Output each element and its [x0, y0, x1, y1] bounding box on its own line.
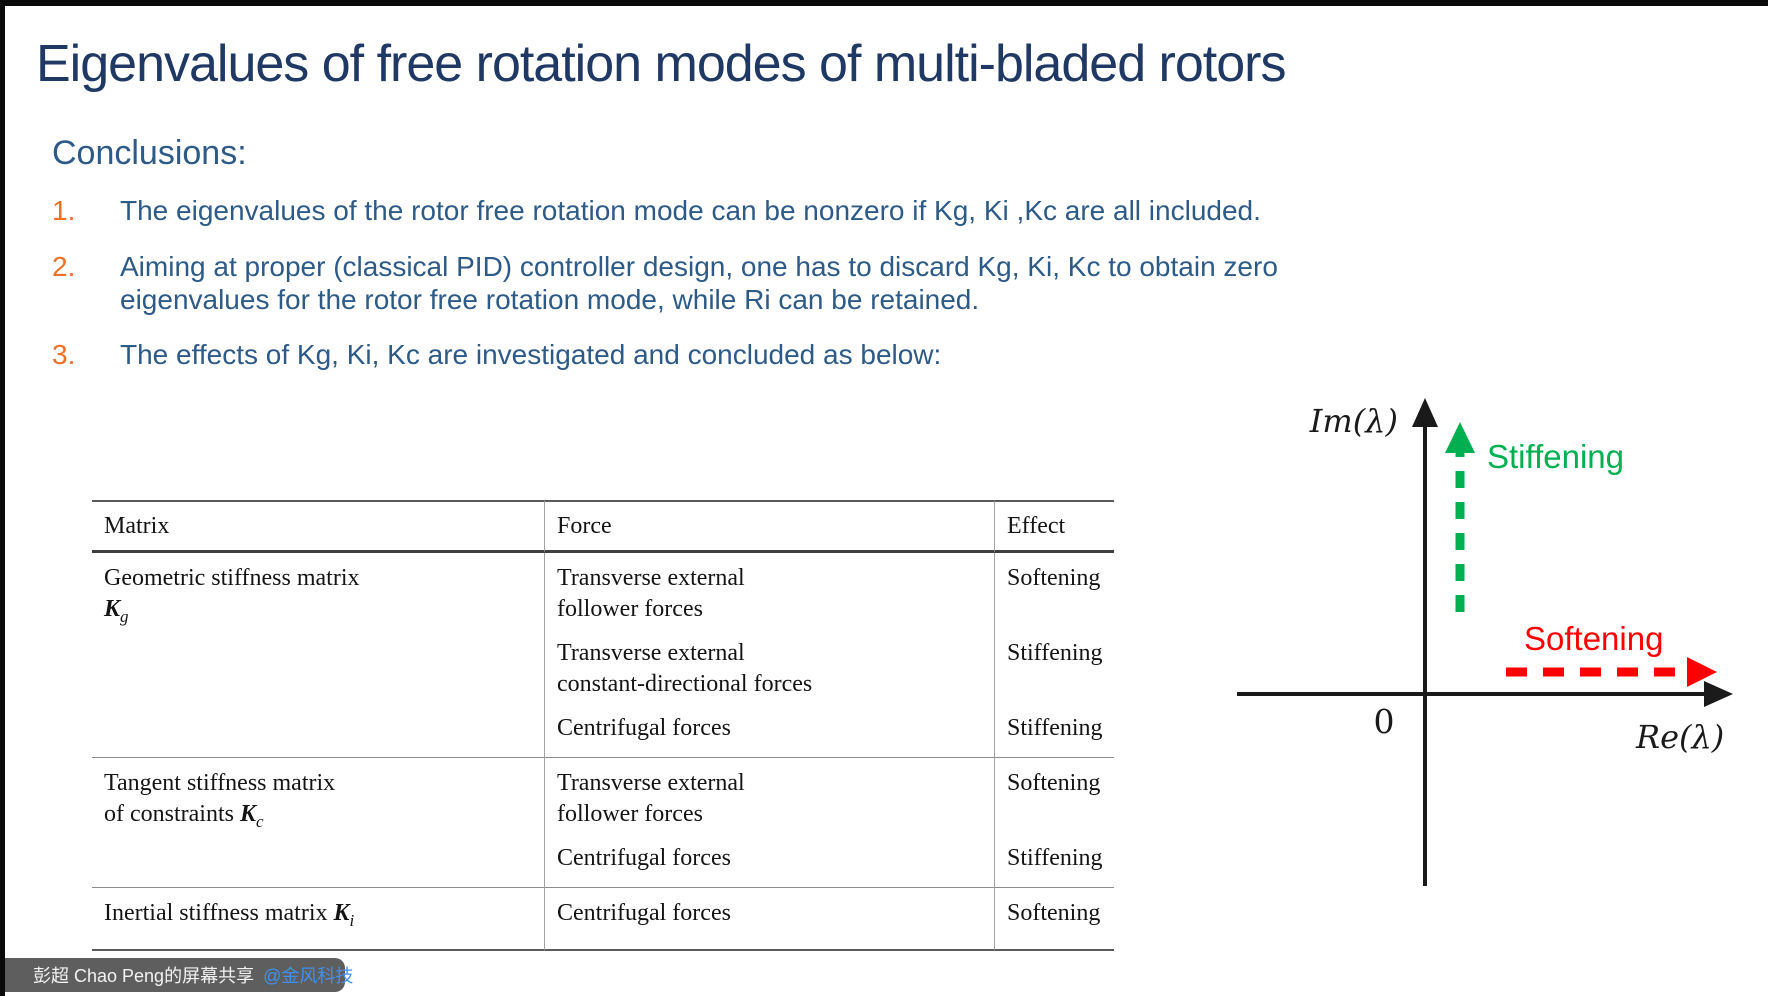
conclusions-heading: Conclusions:	[52, 134, 247, 172]
force-entry: Transverse external follower forces	[557, 770, 745, 827]
force-entry: Centrifugal forces	[557, 715, 731, 741]
force-entry: Centrifugal forces	[557, 900, 731, 926]
force-entry: Centrifugal forces	[557, 845, 731, 871]
ki-symbol: K	[333, 900, 350, 926]
matrix-cell-kg: Geometric stiffness matrix Kg	[104, 565, 360, 626]
list-text: The eigenvalues of the rotor free rotati…	[120, 195, 1261, 226]
top-border	[0, 0, 1768, 6]
eigenvalue-plane-diagram: Stiffening Softening Im(λ) Re(λ) 0	[1237, 398, 1733, 886]
list-number: 1.	[52, 195, 76, 226]
effect-cell-kc: Softening Stiffening	[994, 757, 1114, 887]
stiffening-label: Stiffening	[1487, 438, 1624, 475]
matrix-cell-kc: Tangent stiffness matrix of constraints …	[92, 757, 544, 887]
effect-entry: Stiffening	[1007, 715, 1102, 741]
stiffening-arrowhead	[1445, 422, 1475, 453]
table-header-matrix: Matrix	[92, 500, 544, 553]
effect-cell-kg: Softening Stiffening Stiffening	[994, 553, 1114, 757]
kc-symbol: K	[239, 801, 256, 827]
effect-entry: Softening	[1007, 565, 1101, 591]
conclusion-item-3: 3. The effects of Kg, Ki, Kc are investi…	[52, 338, 941, 371]
share-speaker-text: 彭超 Chao Peng的屏幕共享	[33, 966, 255, 986]
effect-cell-ki: Softening	[994, 887, 1114, 951]
force-cell-kg: Transverse external follower forces Tran…	[544, 553, 994, 757]
force-cell-kc: Transverse external follower forces Cent…	[544, 757, 994, 887]
im-axis-label: Im(λ)	[1309, 402, 1398, 440]
effect-entry: Stiffening	[1007, 845, 1102, 871]
table-header-force: Force	[544, 500, 994, 553]
list-text-line-2: eigenvalues for the rotor free rotation …	[120, 284, 980, 315]
effects-table: Matrix Force Effect Geometric stiffness …	[92, 500, 1114, 951]
matrix-cell-ki: Inertial stiffness matrix Ki	[92, 887, 544, 951]
origin-label: 0	[1374, 702, 1395, 741]
re-axis-label: Re(λ)	[1635, 718, 1724, 756]
effect-entry: Softening	[1007, 770, 1101, 796]
force-cell-ki: Centrifugal forces	[544, 887, 994, 951]
left-border	[0, 0, 5, 996]
list-text: The effects of Kg, Ki, Kc are investigat…	[120, 339, 942, 370]
conclusion-item-2: 2. Aiming at proper (classical PID) cont…	[52, 250, 1278, 316]
kg-symbol: K	[104, 596, 121, 622]
effect-entry: Softening	[1007, 900, 1101, 926]
list-number: 3.	[52, 339, 76, 370]
list-text-line-1: Aiming at proper (classical PID) control…	[120, 251, 1278, 282]
force-entry: Transverse external constant-directional…	[557, 640, 813, 697]
table-header-effect: Effect	[994, 500, 1114, 553]
vertical-axis-arrowhead	[1412, 398, 1438, 427]
horizontal-axis-arrowhead	[1704, 681, 1733, 707]
softening-label: Softening	[1524, 620, 1663, 657]
force-entry: Transverse external follower forces	[557, 565, 745, 622]
slide-title: Eigenvalues of free rotation modes of mu…	[36, 35, 1286, 93]
softening-arrowhead	[1687, 657, 1717, 687]
screen-share-bar[interactable]: 彭超 Chao Peng的屏幕共享 @金风科技	[5, 958, 353, 992]
effect-entry: Stiffening	[1007, 640, 1102, 666]
conclusion-item-1: 1. The eigenvalues of the rotor free rot…	[52, 194, 1261, 227]
list-number: 2.	[52, 251, 76, 282]
share-mention-link[interactable]: @金风科技	[263, 966, 354, 986]
